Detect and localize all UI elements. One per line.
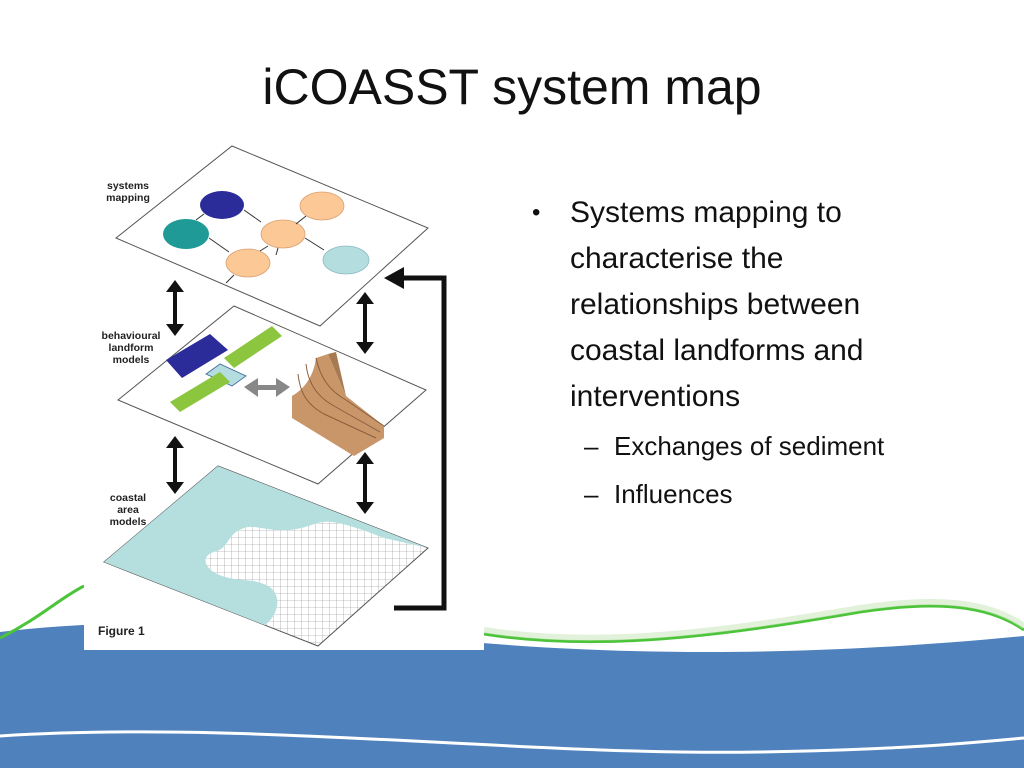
green-strip-bottom bbox=[170, 372, 230, 412]
label-behavioural-landform-models: behavioural landform models bbox=[101, 330, 161, 366]
wave-green-glow bbox=[483, 599, 1024, 641]
dash-icon: – bbox=[584, 479, 599, 509]
node-peach-top bbox=[299, 191, 345, 221]
sub-bullet-text: Exchanges of sediment bbox=[614, 431, 885, 461]
label-systems-mapping: systems mapping bbox=[106, 180, 150, 204]
wave-green-line bbox=[0, 584, 1024, 644]
sub-bullet-text: Influences bbox=[614, 479, 733, 509]
dark-blue-block bbox=[166, 334, 228, 378]
node-teal bbox=[163, 219, 209, 249]
node-dark-blue bbox=[200, 191, 244, 219]
bullet-list: • Systems mapping to characterise the re… bbox=[528, 190, 948, 518]
bullet-text: Systems mapping to characterise the rela… bbox=[570, 196, 864, 413]
wave-background bbox=[0, 584, 1024, 768]
slide-title: iCOASST system map bbox=[262, 59, 762, 115]
node-peach-bottom bbox=[225, 248, 271, 278]
sub-bullet-item: – Exchanges of sediment bbox=[528, 422, 948, 470]
node-connectors bbox=[195, 209, 325, 284]
wave-blue bbox=[0, 622, 1024, 768]
node-peach-center bbox=[260, 219, 306, 249]
grey-double-arrow bbox=[244, 378, 290, 397]
double-arrow-left-top bbox=[166, 280, 184, 336]
system-map-diagram bbox=[103, 145, 447, 647]
dash-icon: – bbox=[584, 431, 599, 461]
figure-caption: Figure 1 bbox=[98, 624, 145, 638]
double-arrow-right-top bbox=[356, 292, 374, 354]
double-arrow-left-bottom bbox=[166, 436, 184, 494]
double-arrow-right-bottom bbox=[356, 452, 374, 514]
label-coastal-area-models: coastal area models bbox=[109, 492, 147, 528]
bullet-dot-icon: • bbox=[532, 199, 541, 226]
system-map-figure: systems mapping behavioural landform mod… bbox=[84, 138, 484, 650]
landform-surface bbox=[292, 352, 385, 456]
node-light-blue bbox=[322, 245, 370, 275]
sub-bullet-item: – Influences bbox=[528, 470, 948, 518]
bullet-item: • Systems mapping to characterise the re… bbox=[528, 190, 948, 420]
green-strip-top bbox=[224, 326, 282, 368]
feedback-loop-arrow bbox=[384, 267, 447, 611]
wave-white-crest bbox=[0, 730, 1024, 754]
